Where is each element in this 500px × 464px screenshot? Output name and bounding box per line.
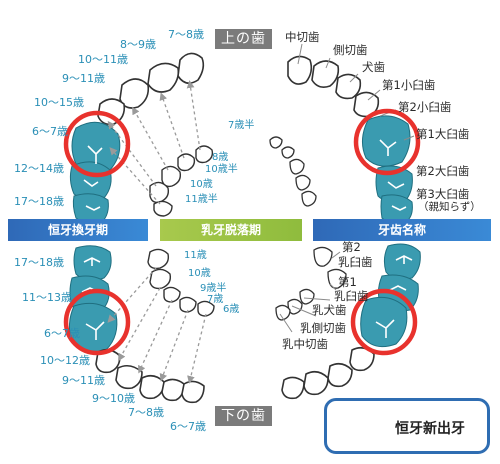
upper-tooth-name: 第1小臼歯 bbox=[382, 78, 436, 92]
lower-tooth-name: 乳臼歯 bbox=[338, 255, 373, 269]
upper-primary-age-label: 8歳 bbox=[212, 152, 229, 163]
lower-age-label: 17～18歳 bbox=[14, 256, 64, 269]
upper-primary-age-label: 11歳半 bbox=[185, 194, 218, 205]
upper-age-label: 7～8歳 bbox=[168, 28, 204, 41]
upper-age-label: 6～7歳 bbox=[32, 125, 68, 138]
lower-age-label: 9～10歳 bbox=[92, 392, 135, 405]
lower-age-label: 11～13歳 bbox=[22, 291, 72, 304]
upper-age-label: 10～11歳 bbox=[78, 53, 128, 66]
legend-box: 恒牙新出牙 bbox=[324, 398, 490, 454]
band-primary-loss: 乳牙脱落期 bbox=[160, 219, 302, 241]
upper-right-arch bbox=[287, 55, 380, 118]
upper-age-label: 10～15歳 bbox=[34, 96, 84, 109]
lower-right-permanent-arch bbox=[281, 346, 375, 400]
upper-tooth-name: 第1大臼歯 bbox=[416, 127, 470, 141]
highlight-circles bbox=[63, 108, 421, 356]
lower-tooth-name: 乳犬歯 bbox=[312, 303, 347, 317]
upper-tooth-name: （親知らず） bbox=[418, 201, 481, 213]
upper-jaw-label: 上の歯 bbox=[215, 29, 272, 49]
lower-age-label: 7～8歳 bbox=[128, 406, 164, 419]
lower-primary-age-label: 7歳 bbox=[207, 294, 224, 305]
upper-primary-age-label: 10歳半 bbox=[205, 164, 238, 175]
lower-age-label: 9～11歳 bbox=[62, 374, 105, 387]
upper-primary-age-label: 10歳 bbox=[190, 179, 213, 190]
lower-primary-age-label: 11歳 bbox=[184, 250, 207, 261]
lower-primary-age-label: 9歳半 bbox=[200, 283, 227, 294]
lower-age-label: 6～7歳 bbox=[170, 420, 206, 433]
lower-age-label: 10～12歳 bbox=[40, 354, 90, 367]
upper-age-label: 8～9歳 bbox=[120, 38, 156, 51]
upper-primary-arch bbox=[149, 145, 214, 217]
lower-permanent-arch bbox=[95, 348, 205, 404]
upper-permanent-arch bbox=[97, 52, 205, 126]
upper-tooth-name: 第2小臼歯 bbox=[398, 100, 452, 114]
band-permanent-replacement: 恒牙換牙期 bbox=[8, 219, 148, 241]
upper-tooth-name: 犬歯 bbox=[362, 60, 385, 74]
band-tooth-names: 牙齿名称 bbox=[313, 219, 491, 241]
lower-tooth-name: 第2 bbox=[342, 240, 361, 254]
legend-label: 恒牙新出牙 bbox=[395, 421, 465, 437]
upper-tooth-name: 第3大臼歯 bbox=[416, 187, 470, 201]
upper-age-label: 12～14歳 bbox=[14, 162, 64, 175]
upper-tooth-name: 側切歯 bbox=[333, 43, 368, 57]
upper-primary-age-label: 7歳半 bbox=[228, 120, 255, 131]
lower-primary-age-label: 10歳 bbox=[188, 268, 211, 279]
lower-jaw-label: 下の歯 bbox=[215, 406, 272, 426]
upper-age-label: 17～18歳 bbox=[14, 195, 64, 208]
lower-tooth-name: 乳側切歯 bbox=[300, 321, 346, 335]
upper-tooth-name: 第2大臼歯 bbox=[416, 164, 470, 178]
upper-tooth-name: 中切歯 bbox=[285, 30, 320, 44]
lower-tooth-name: 乳臼歯 bbox=[334, 289, 369, 303]
lower-tooth-name: 乳中切歯 bbox=[282, 337, 328, 351]
lower-age-label: 6～7歳 bbox=[44, 327, 80, 340]
lower-tooth-name: 第1 bbox=[338, 275, 357, 289]
lower-primary-age-label: 6歳 bbox=[223, 304, 240, 315]
lower-primary-arch bbox=[147, 248, 215, 317]
upper-age-label: 9～11歳 bbox=[62, 72, 105, 85]
